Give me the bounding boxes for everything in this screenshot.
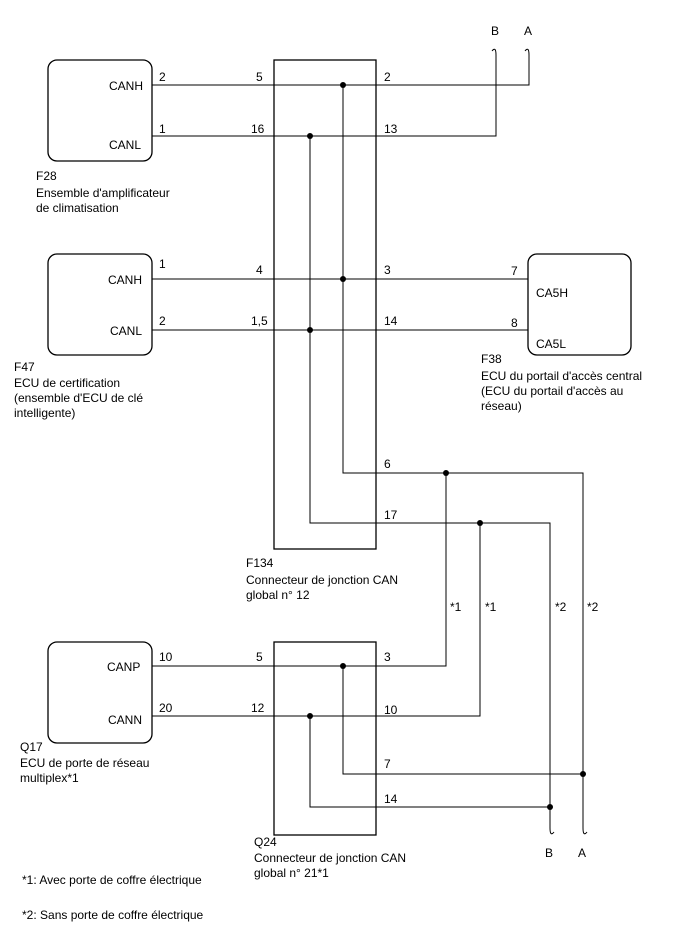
q24-code: Q24 [254, 835, 277, 849]
q17-pin-low: CANN [108, 713, 142, 727]
f28-wire-low: 1 [159, 122, 166, 136]
f134-desc-line: global n° 12 [246, 588, 310, 602]
wire-f28-canl [152, 55, 497, 137]
junction-node [340, 276, 346, 282]
f28-desc-line: Ensemble d'amplificateur [36, 186, 170, 200]
f47-code: F47 [14, 360, 35, 374]
wire-f134-pin17 [376, 522, 551, 828]
f47-desc-line: ECU de certification [14, 376, 120, 390]
f134-right-pin: 3 [384, 263, 391, 277]
ecu-q17-box [47, 641, 153, 744]
f134-code: F134 [246, 556, 274, 570]
f28-pin-low: CANL [109, 138, 141, 152]
junction-node [340, 663, 346, 669]
ecu-f28-box [47, 59, 153, 162]
f134-left-pin: 5 [256, 70, 263, 84]
continuation-letter-bottom: B [545, 846, 553, 860]
q24-right-pin: 10 [384, 703, 398, 717]
f38-pin-low: CA5L [536, 337, 566, 351]
bus-q24-low [309, 716, 550, 808]
f38-pin-high: CA5H [536, 286, 568, 300]
f38-desc-line: ECU du portail d'accès central [481, 369, 642, 383]
connector-q24-box [273, 641, 377, 836]
f47-pin-high: CANH [108, 273, 142, 287]
f134-right-pin: 2 [384, 70, 391, 84]
bottom-continuation-marks [549, 827, 588, 835]
branch-label: *1 [450, 600, 462, 614]
q24-desc-line: Connecteur de jonction CAN [254, 851, 406, 865]
junction-node [547, 804, 553, 810]
q24-right-pin: 7 [384, 757, 391, 771]
junction-node [477, 520, 483, 526]
footnote: *1: Avec porte de coffre électrique [22, 873, 202, 887]
f134-right-pin: 14 [384, 314, 398, 328]
wire-branch-1b [376, 523, 481, 717]
f38-wire-high: 7 [511, 264, 518, 278]
f38-desc-line: (ECU du portail d'accès au [481, 384, 623, 398]
q24-right-pin: 3 [384, 650, 391, 664]
f28-desc-line: de climatisation [36, 201, 119, 215]
f47-desc-line: intelligente) [14, 406, 75, 420]
q17-wire-high: 10 [159, 650, 173, 664]
bus-q24-high [342, 666, 583, 775]
junction-node [307, 713, 313, 719]
f38-wire-low: 8 [511, 316, 518, 330]
f134-left-pin: 16 [251, 122, 265, 136]
f47-pin-low: CANL [110, 324, 142, 338]
top-continuation-marks [491, 48, 530, 56]
q17-wire-low: 20 [159, 701, 173, 715]
f134-right-pin: 13 [384, 122, 398, 136]
f38-desc-line: réseau) [481, 399, 522, 413]
f28-pin-high: CANH [109, 79, 143, 93]
f47-desc-line: (ensemble d'ECU de clé [14, 391, 143, 405]
f134-desc-line: Connecteur de jonction CAN [246, 573, 398, 587]
f134-left-pin: 1,5 [251, 314, 268, 328]
bus-f134-low [309, 136, 376, 524]
branch-label: *1 [485, 600, 497, 614]
ecu-f47-box [47, 253, 153, 356]
wire-f28-canh [152, 55, 530, 86]
q24-desc-line: global n° 21*1 [254, 866, 329, 880]
q24-left-pin: 5 [256, 650, 263, 664]
f47-wire-high: 1 [159, 257, 166, 271]
q24-left-pin: 12 [251, 701, 265, 715]
footnote: *2: Sans porte de coffre électrique [22, 908, 204, 922]
f28-code: F28 [36, 169, 57, 183]
junction-node [307, 133, 313, 139]
f134-right-pin: 6 [384, 457, 391, 471]
f47-wire-low: 2 [159, 314, 166, 328]
continuation-letter-bottom: A [578, 846, 586, 860]
junction-node [443, 470, 449, 476]
q24-right-pin: 14 [384, 792, 398, 806]
junction-node [307, 327, 313, 333]
q17-desc-line: multiplex*1 [20, 771, 79, 785]
f134-right-pin: 17 [384, 508, 398, 522]
q17-code: Q17 [20, 740, 43, 754]
junction-node [340, 82, 346, 88]
continuation-letter-top: A [524, 24, 532, 38]
branch-label: *2 [587, 600, 599, 614]
f28-wire-high: 2 [159, 70, 166, 84]
wire-branch-1a [376, 473, 447, 667]
ecu-f38-box [527, 253, 632, 356]
q17-pin-high: CANP [107, 660, 140, 674]
branch-label: *2 [555, 600, 567, 614]
q17-desc-line: ECU de porte de réseau [20, 756, 149, 770]
junction-node [580, 771, 586, 777]
continuation-letter-top: B [491, 24, 499, 38]
f38-code: F38 [481, 352, 502, 366]
connector-f134-box [273, 59, 377, 550]
bus-f134-high [342, 85, 376, 474]
f134-left-pin: 4 [256, 263, 263, 277]
